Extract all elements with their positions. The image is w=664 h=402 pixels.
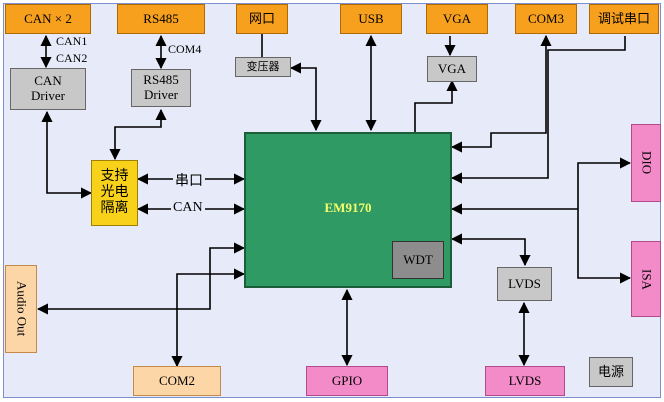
gpio-box: GPIO: [306, 366, 388, 396]
audio-out-label: Audio Out: [14, 281, 30, 337]
link-cpu-vga: [414, 79, 458, 132]
link-cpu-audio: [36, 242, 246, 315]
link-debug-cpu: [450, 36, 626, 184]
ethernet-box: 网口: [236, 4, 288, 34]
link-transformer-cpu: [289, 62, 322, 132]
lvds-box: LVDS: [485, 366, 565, 396]
link-to-isa: [577, 209, 632, 284]
can2-label: CAN2: [56, 51, 88, 65]
lvds-converter-box: LVDS: [497, 267, 552, 301]
cpu-label: EM9170: [324, 199, 372, 215]
link-to-dio: [577, 157, 632, 209]
serial-link-label: 串口: [173, 170, 205, 190]
isa-box: ISA: [631, 241, 661, 317]
wdt-box: WDT: [392, 241, 444, 279]
link-candriver-iso: [41, 110, 93, 199]
transformer-box: 变压器: [235, 57, 291, 77]
debug-serial-box: 调试串口: [589, 4, 659, 34]
link-cpu-lvds: [450, 233, 531, 267]
power-box: 电源: [589, 357, 633, 387]
com4-label: COM4: [168, 42, 202, 56]
can-link-label: CAN: [171, 200, 205, 216]
audio-out-box: Audio Out: [5, 265, 37, 353]
link-cpu-com2: [171, 268, 246, 368]
com3-box: COM3: [515, 4, 577, 34]
optical-isolation-box: 支持 光电 隔离: [91, 160, 138, 226]
com2-box: COM2: [133, 366, 221, 396]
can-x2-box: CAN × 2: [5, 4, 91, 34]
can1-label: CAN1: [56, 34, 88, 48]
usb-box: USB: [340, 4, 402, 34]
vga-converter-box: VGA: [427, 56, 477, 82]
rs485-driver-box: RS485 Driver: [131, 69, 191, 107]
vga-port-box: VGA: [426, 4, 488, 34]
rs485-box: RS485: [117, 4, 205, 34]
can-driver-box: CAN Driver: [10, 68, 86, 110]
dio-box: DIO: [631, 124, 661, 202]
link-com3-cpu: [450, 34, 552, 153]
link-rs485driver-iso: [109, 108, 167, 161]
dio-label: DIO: [639, 151, 655, 175]
isa-label: ISA: [639, 268, 655, 290]
